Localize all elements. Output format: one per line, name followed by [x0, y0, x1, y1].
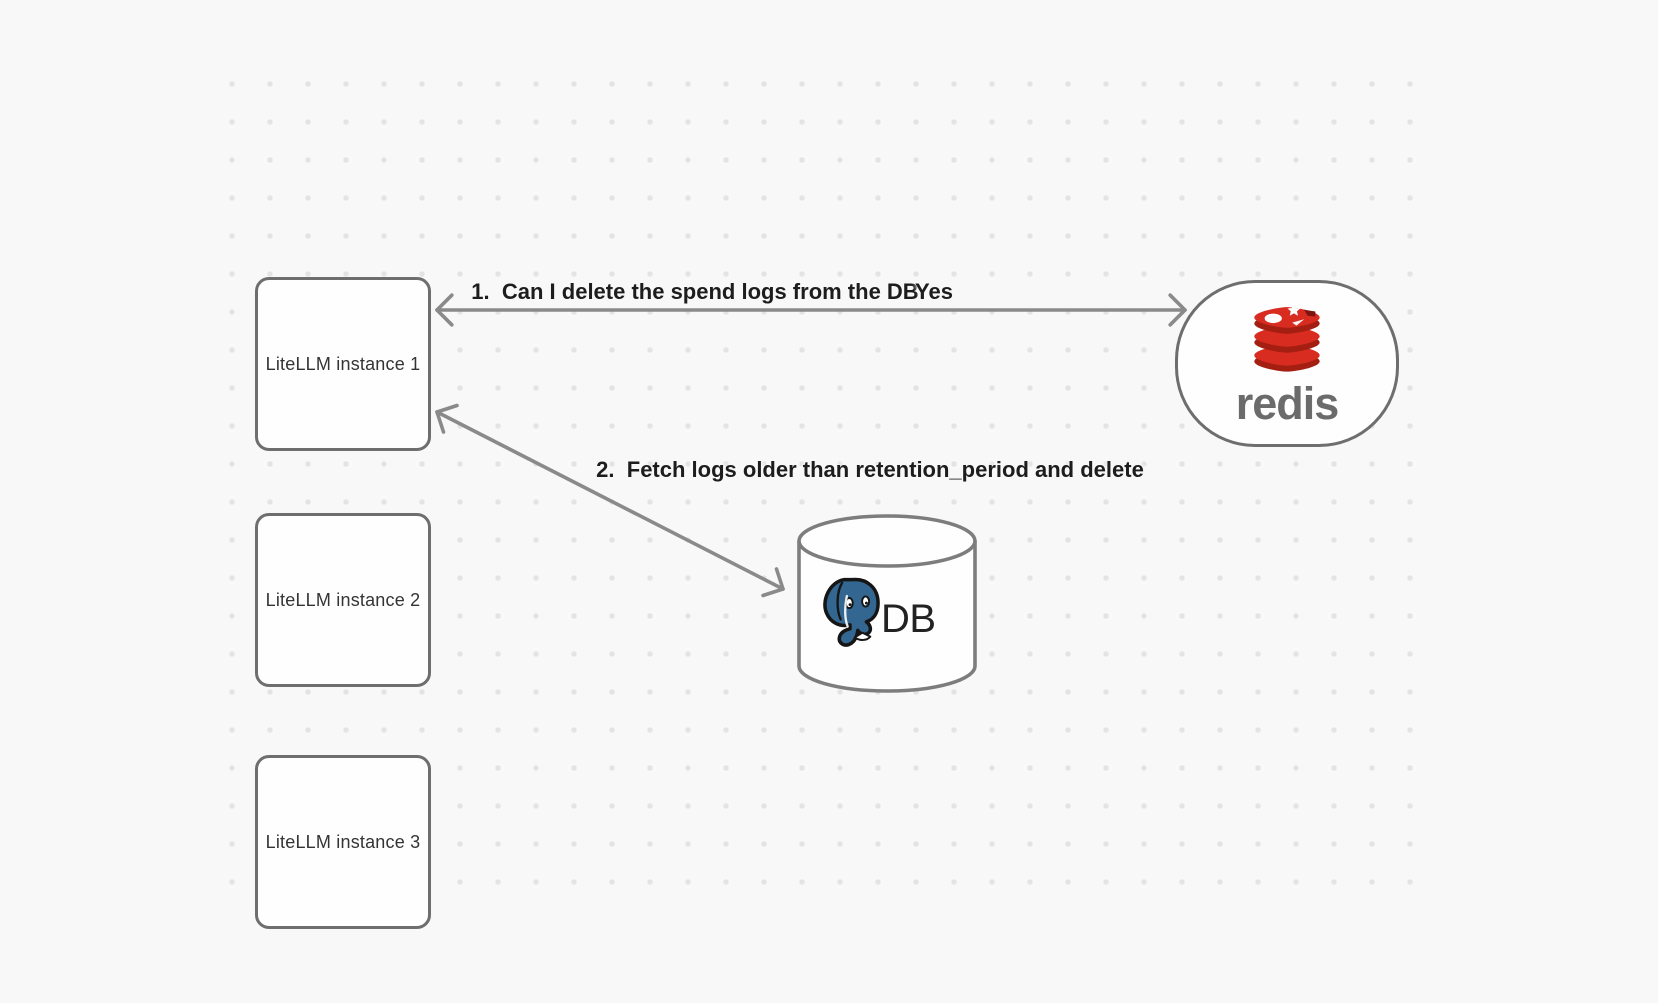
arrow-2[interactable]: [435, 403, 785, 598]
edge1-response-label[interactable]: Yes: [915, 279, 953, 304]
node-label: LiteLLM instance 2: [265, 589, 421, 610]
node-database[interactable]: DB: [795, 513, 979, 695]
edge1-label[interactable]: 1. Can I delete the spend logs from the …: [471, 279, 919, 304]
redis-wordmark: redis: [1235, 378, 1340, 430]
node-label: LiteLLM instance 1: [265, 353, 421, 374]
edge2-label[interactable]: 2. Fetch logs older than retention_perio…: [596, 457, 1144, 482]
node-litellm-instance-3[interactable]: LiteLLM instance 3: [255, 755, 431, 929]
db-label: DB: [881, 597, 936, 641]
arrow-1[interactable]: [435, 293, 1187, 327]
node-litellm-instance-2[interactable]: LiteLLM instance 2: [255, 513, 431, 687]
node-redis[interactable]: redis: [1175, 280, 1399, 447]
node-litellm-instance-1[interactable]: LiteLLM instance 1: [255, 277, 431, 451]
redis-logo-icon: [1254, 303, 1320, 372]
node-label: LiteLLM instance 3: [265, 831, 421, 852]
postgresql-logo-icon: [823, 577, 880, 647]
